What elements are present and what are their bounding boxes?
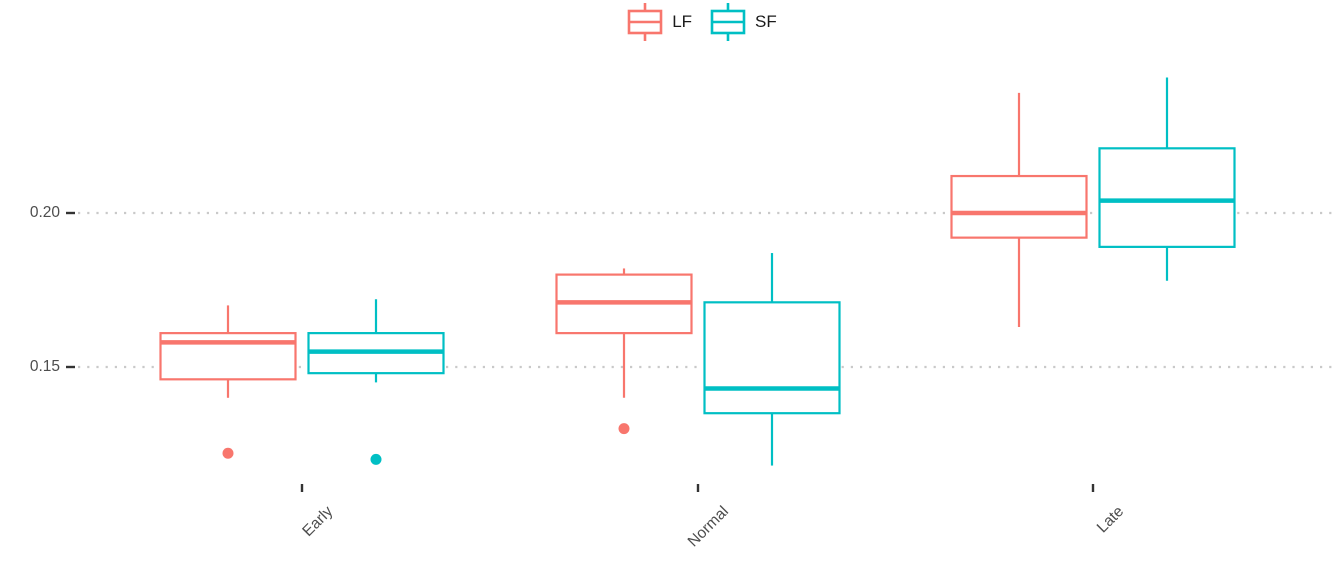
legend-label-lf: LF xyxy=(672,12,693,31)
boxplot-sf-early xyxy=(307,299,445,465)
boxplot-sf-normal xyxy=(703,253,841,466)
boxplot-sf-late xyxy=(1098,77,1236,281)
iqr-box xyxy=(950,174,1088,239)
boxplot-lf-normal xyxy=(555,268,693,435)
iqr-box xyxy=(1098,147,1236,248)
boxplot-lf-late xyxy=(950,92,1088,327)
legend-item-sf: SF xyxy=(710,2,777,42)
iqr-box xyxy=(703,301,841,415)
sf-boxplot-key-icon xyxy=(710,3,746,41)
outlier-point xyxy=(370,453,382,465)
chart-legend: LF SF xyxy=(60,2,1344,42)
y-axis-tick-label-020: 0.20 xyxy=(29,204,60,221)
iqr-box xyxy=(159,332,297,381)
boxplot-lf-early xyxy=(159,305,297,459)
y-axis-tick-label-015: 0.15 xyxy=(29,358,60,375)
legend-item-lf: LF xyxy=(627,2,692,42)
legend-label-sf: SF xyxy=(755,12,777,31)
outlier-point xyxy=(222,447,234,459)
outlier-point xyxy=(618,423,630,435)
lf-boxplot-key-icon xyxy=(627,3,663,41)
